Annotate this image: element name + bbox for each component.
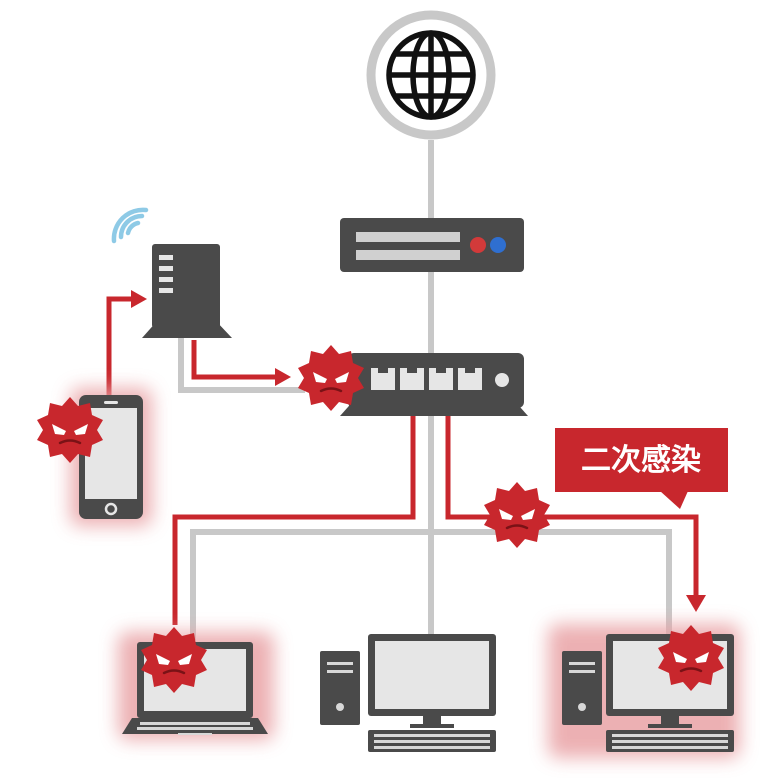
infection-paths bbox=[106, 290, 706, 625]
infection-path-phone-ap bbox=[106, 296, 134, 400]
infection-path-ap-switch bbox=[191, 340, 276, 380]
desktop-pc-clean bbox=[320, 634, 496, 752]
infection-path-switch-desktop bbox=[445, 415, 699, 596]
status-led-blue bbox=[490, 237, 506, 253]
wifi-access-point bbox=[111, 207, 232, 338]
callout-label: 二次感染 bbox=[581, 443, 701, 478]
switch-power-button bbox=[495, 373, 509, 387]
network-switch-icon bbox=[340, 353, 528, 416]
modem-icon bbox=[340, 218, 524, 272]
internet-globe bbox=[366, 10, 496, 140]
wifi-signal-icon bbox=[111, 207, 149, 244]
secondary-infection-callout: 二次感染 bbox=[555, 428, 728, 509]
wifi-access-point-icon bbox=[142, 244, 232, 338]
cable-laptop-left bbox=[190, 529, 431, 640]
cable-desktop-right bbox=[431, 529, 672, 634]
arrow-head-switch bbox=[275, 368, 291, 386]
virus-icon bbox=[482, 480, 552, 550]
globe-icon bbox=[386, 30, 476, 120]
arrow-head-ap bbox=[131, 290, 147, 308]
switch-ports bbox=[371, 368, 482, 390]
arrow-head-desktop bbox=[686, 595, 706, 612]
infection-path-switch-laptop bbox=[172, 415, 416, 625]
cable-ap-switch bbox=[178, 338, 305, 393]
status-led-red bbox=[470, 237, 486, 253]
desktop-pc-icon bbox=[320, 634, 496, 752]
